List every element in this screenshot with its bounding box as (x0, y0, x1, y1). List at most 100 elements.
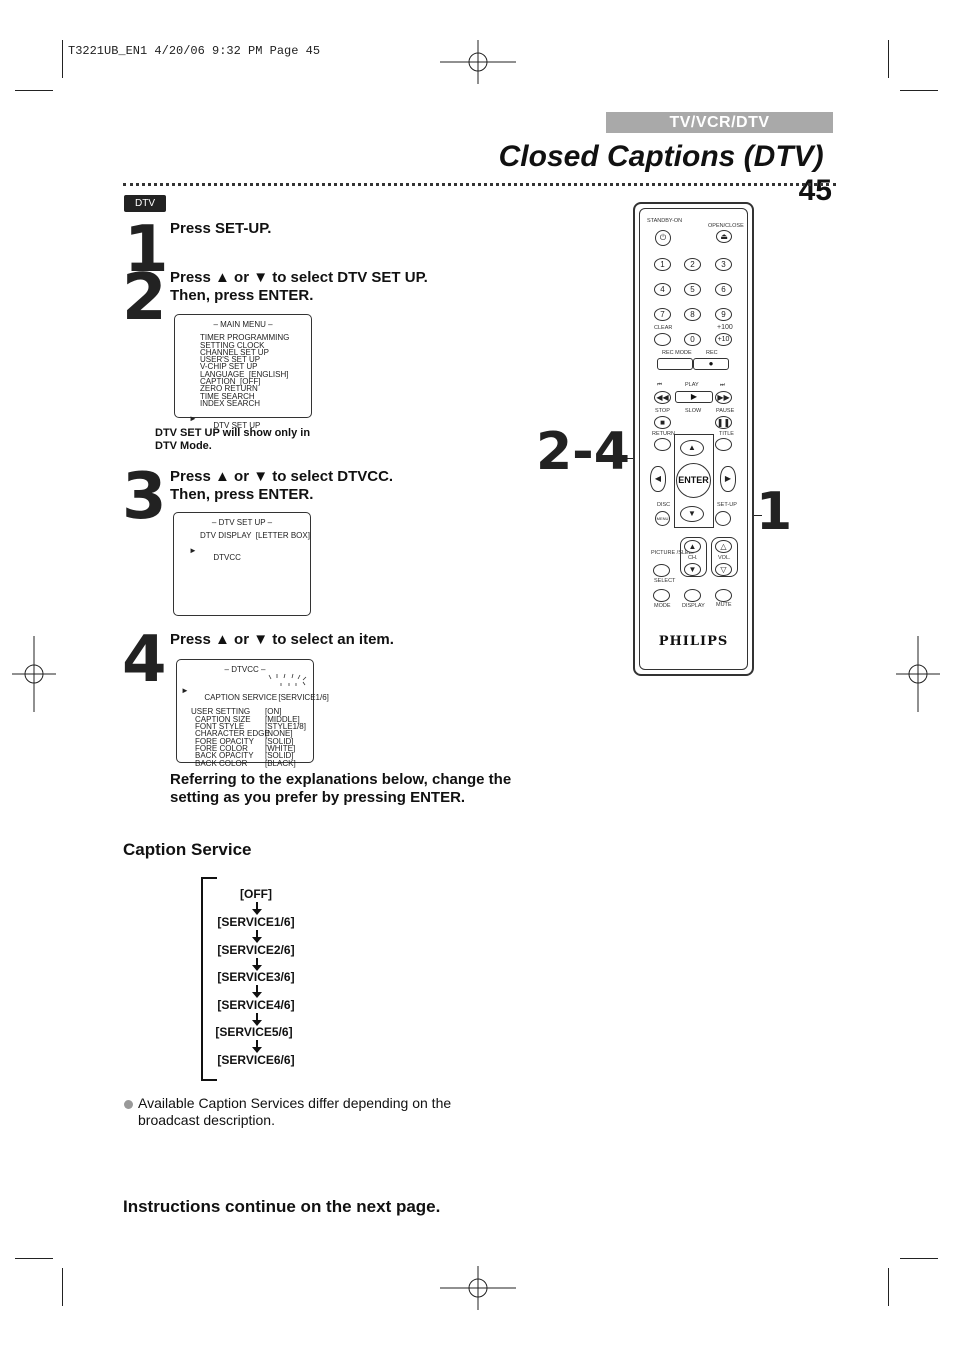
dtvcc-item-label: BACK COLOR (195, 758, 248, 768)
disc-label: DISC (657, 502, 671, 508)
dtvcc-item-value: [NONE] (265, 729, 293, 739)
dtv-setup-screen: – DTV SET UP – DTV DISPLAY [LETTER BOX] … (173, 512, 311, 616)
power-button[interactable]: ⏻ (655, 230, 671, 246)
dtvcc-item: USER SETTING[ON] (191, 708, 313, 716)
main-menu-screen: – MAIN MENU – TIMER PROGRAMMING SETTING … (174, 314, 312, 429)
callout-1: 1 (756, 482, 793, 542)
mode-label: MODE (654, 603, 671, 609)
note-line1: DTV SET UP will show only in (155, 427, 311, 439)
rec-button[interactable]: ● (693, 358, 729, 370)
print-info: T3221UB_EN1 4/20/06 9:32 PM Page 45 (68, 44, 321, 58)
display-label: DISPLAY (682, 603, 705, 609)
flow-option: [SERVICE1/6] (217, 915, 295, 929)
dtvcc-item-label: CHARACTER EDGE (195, 729, 270, 739)
plus10-button[interactable]: +10 (715, 333, 732, 346)
step-2-line2: Then, press ENTER. (170, 287, 314, 304)
mute-label: MUTE (716, 602, 732, 608)
title-button[interactable] (715, 438, 732, 451)
clear-button[interactable] (654, 333, 671, 346)
rewind-button[interactable]: ◀◀ (654, 391, 671, 404)
volume-rocker (711, 537, 738, 577)
digit-7-button[interactable]: 7 (654, 308, 671, 321)
mute-button[interactable] (715, 589, 732, 602)
up-arrow-button[interactable]: ▲ (680, 440, 704, 456)
crop-mark (888, 40, 889, 78)
bullet-line2: broadcast description. (138, 1112, 275, 1128)
digit-4-button[interactable]: 4 (654, 283, 671, 296)
rec-mode-button[interactable] (657, 358, 693, 370)
open-close-label: OPEN/CLOSE (708, 223, 744, 229)
pause-label: PAUSE (716, 408, 735, 414)
registration-mark-left (12, 636, 56, 712)
menu-item: INDEX SEARCH (200, 398, 261, 408)
return-button[interactable] (654, 438, 671, 451)
crop-mark (15, 1258, 53, 1259)
step-3-line2: Then, press ENTER. (170, 486, 314, 503)
callout-2-4: 2-4 (536, 422, 630, 482)
left-arrow-button[interactable]: ◀ (650, 466, 666, 492)
right-arrow-button[interactable]: ▶ (720, 466, 736, 492)
referring-line1: Referring to the explanations below, cha… (170, 771, 512, 788)
flow-option: [OFF] (240, 887, 272, 901)
volume-down-button[interactable]: ▽ (715, 563, 732, 576)
flow-arrow (252, 930, 262, 943)
crop-mark (62, 1268, 63, 1306)
dtv-setup-title: – DTV SET UP – (211, 518, 273, 527)
return-label: RETURN (652, 431, 675, 437)
dtvcc-item-value: [SOLID] (265, 751, 294, 761)
flow-option: [SERVICE3/6] (217, 970, 295, 984)
dtvcc-item-value: [SOLID] (265, 736, 294, 746)
digit-0-button[interactable]: 0 (684, 333, 701, 346)
step-2-text: Press ▲ or ▼ to select DTV SET UP. Then,… (170, 269, 470, 305)
bullet-icon (124, 1100, 133, 1109)
volume-up-button[interactable]: △ (715, 540, 732, 553)
fast-forward-button[interactable]: ▶▶ (715, 391, 732, 404)
philips-logo: PHILIPS (658, 634, 729, 649)
dtvcc-item-label: CAPTION SIZE (195, 714, 251, 724)
flow-arrow (252, 958, 262, 971)
cursor-icon: ► (181, 685, 189, 695)
open-close-button[interactable]: ⏏ (716, 230, 732, 243)
play-button[interactable]: ▶ (675, 391, 713, 403)
digit-5-button[interactable]: 5 (684, 283, 701, 296)
step-3-line1: Press ▲ or ▼ to select DTVCC. (170, 468, 394, 485)
display-button[interactable] (684, 589, 701, 602)
menu-item: CHANNEL SET UP (200, 347, 269, 357)
enter-button[interactable]: ENTER (676, 463, 711, 498)
stop-button[interactable]: ■ (654, 416, 671, 429)
referring-line2: setting as you prefer by pressing ENTER. (170, 789, 466, 806)
page-number: 45 (798, 174, 832, 207)
dtvcc-item: FORE OPACITY[SOLID] (191, 736, 313, 746)
note-line2: DTV Mode. (155, 440, 212, 452)
dtv-setup-note: DTV SET UP will show only in DTV Mode. (155, 427, 310, 453)
digit-6-button[interactable]: 6 (715, 283, 732, 296)
digit-8-button[interactable]: 8 (684, 308, 701, 321)
dtvcc-item: BACK COLOR[BLACK] (191, 758, 313, 768)
disc-menu-button[interactable]: MENU (655, 511, 670, 526)
rec-label: REC (706, 350, 718, 356)
menu-item: CAPTION [OFF] (200, 377, 261, 387)
pause-button[interactable]: ❚❚ (715, 416, 732, 429)
flow-arrow (252, 1040, 262, 1053)
mode-button[interactable] (653, 589, 670, 602)
dtvcc-item-value: [MIDDLE] (265, 714, 300, 724)
digit-3-button[interactable]: 3 (715, 258, 732, 271)
step-number-4: 4 (122, 623, 166, 697)
digit-1-button[interactable]: 1 (654, 258, 671, 271)
channel-down-button[interactable]: ▼ (684, 563, 701, 576)
step-number-1: 1 (124, 213, 168, 287)
title-text: Closed Captions (DTV) (498, 140, 824, 173)
play-label: PLAY (685, 382, 699, 388)
menu-item-label: DTVCC (213, 553, 241, 563)
picture-sleep-button[interactable] (653, 564, 670, 577)
clear-label: CLEAR (654, 325, 673, 331)
step-3-text: Press ▲ or ▼ to select DTVCC. Then, pres… (170, 468, 470, 504)
registration-mark-right (896, 636, 940, 712)
digit-2-button[interactable]: 2 (684, 258, 701, 271)
cursor-icon: ► (189, 413, 197, 423)
down-arrow-button[interactable]: ▼ (680, 506, 704, 522)
digit-9-button[interactable]: 9 (715, 308, 732, 321)
dtvcc-item-label: FONT STYLE (195, 722, 245, 732)
channel-up-button[interactable]: ▲ (684, 540, 701, 553)
setup-button[interactable] (715, 511, 731, 526)
